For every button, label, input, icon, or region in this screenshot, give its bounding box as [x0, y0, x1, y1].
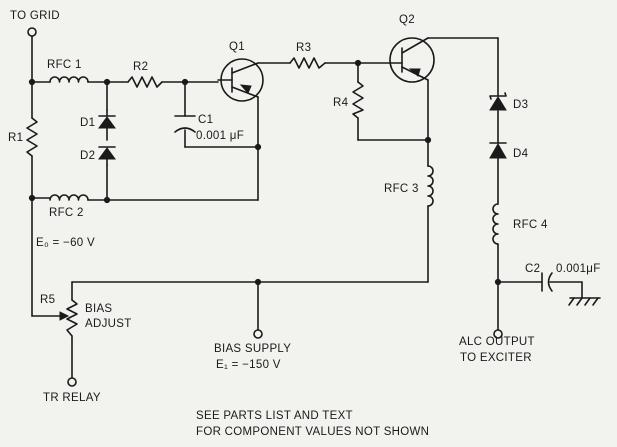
r5-wiper-arrow: [59, 311, 70, 321]
d2-label: D2: [80, 150, 95, 162]
e0-label: E₀ = −60 V: [36, 237, 95, 249]
rfc4-inductor: [492, 203, 499, 245]
bias-adjust-label-line1: BIAS: [85, 303, 112, 315]
alc-output-terminal: [493, 329, 503, 339]
alc-output-label-line2: TO EXCITER: [460, 352, 532, 364]
tr-relay-terminal: [67, 377, 77, 387]
rfc3-inductor: [427, 165, 434, 207]
r3-label: R3: [296, 42, 311, 54]
e1-label: E₁ = −150 V: [216, 359, 281, 371]
c1-value-label: 0.001 μF: [196, 130, 244, 142]
c1-capacitor: [174, 115, 196, 133]
d3-zener-diode: [489, 92, 507, 111]
q1-label: Q1: [229, 41, 245, 53]
r1-label: R1: [8, 132, 23, 144]
r3-resistor: [289, 57, 326, 69]
note-line2: FOR COMPONENT VALUES NOT SHOWN: [196, 426, 429, 438]
q2-label: Q2: [399, 14, 415, 26]
note-line1: SEE PARTS LIST AND TEXT: [196, 410, 353, 422]
c2-label: C2: [525, 263, 540, 275]
tr-relay-label: TR RELAY: [43, 392, 101, 404]
r4-label: R4: [333, 97, 349, 109]
r1-resistor: [26, 117, 38, 157]
bias-supply-label: BIAS SUPPLY: [214, 343, 291, 355]
r2-resistor: [127, 76, 163, 88]
ground-icon: [568, 297, 601, 306]
d4-label: D4: [513, 148, 529, 160]
to-grid-label: TO GRID: [10, 10, 60, 22]
r5-potentiometer: [66, 299, 78, 337]
d1-label: D1: [80, 117, 95, 129]
c1-label: C1: [198, 114, 213, 126]
rfc1-label: RFC 1: [47, 59, 82, 71]
rfc2-inductor: [49, 194, 89, 201]
d2-diode: [98, 146, 116, 166]
c2-value-label: 0.001μF: [556, 263, 601, 275]
rfc2-label: RFC 2: [49, 207, 84, 219]
rfc1-inductor: [49, 76, 89, 83]
bias-supply-terminal: [253, 329, 263, 339]
r4-resistor: [352, 81, 364, 119]
junction-dots: [28, 59, 502, 286]
alc-output-label-line1: ALC OUTPUT: [459, 336, 535, 348]
rfc3-label: RFC 3: [384, 183, 419, 195]
to-grid-terminal: [27, 27, 37, 37]
c2-capacitor: [541, 272, 553, 292]
d3-label: D3: [513, 99, 528, 111]
q2-transistor: [389, 37, 435, 83]
d4-diode: [489, 142, 507, 159]
rfc4-label: RFC 4: [513, 219, 548, 231]
r2-label: R2: [133, 61, 148, 73]
q1-transistor: [217, 58, 264, 102]
r5-label: R5: [40, 294, 55, 306]
d1-diode: [98, 109, 116, 141]
bias-adjust-label-line2: ADJUST: [85, 318, 132, 330]
